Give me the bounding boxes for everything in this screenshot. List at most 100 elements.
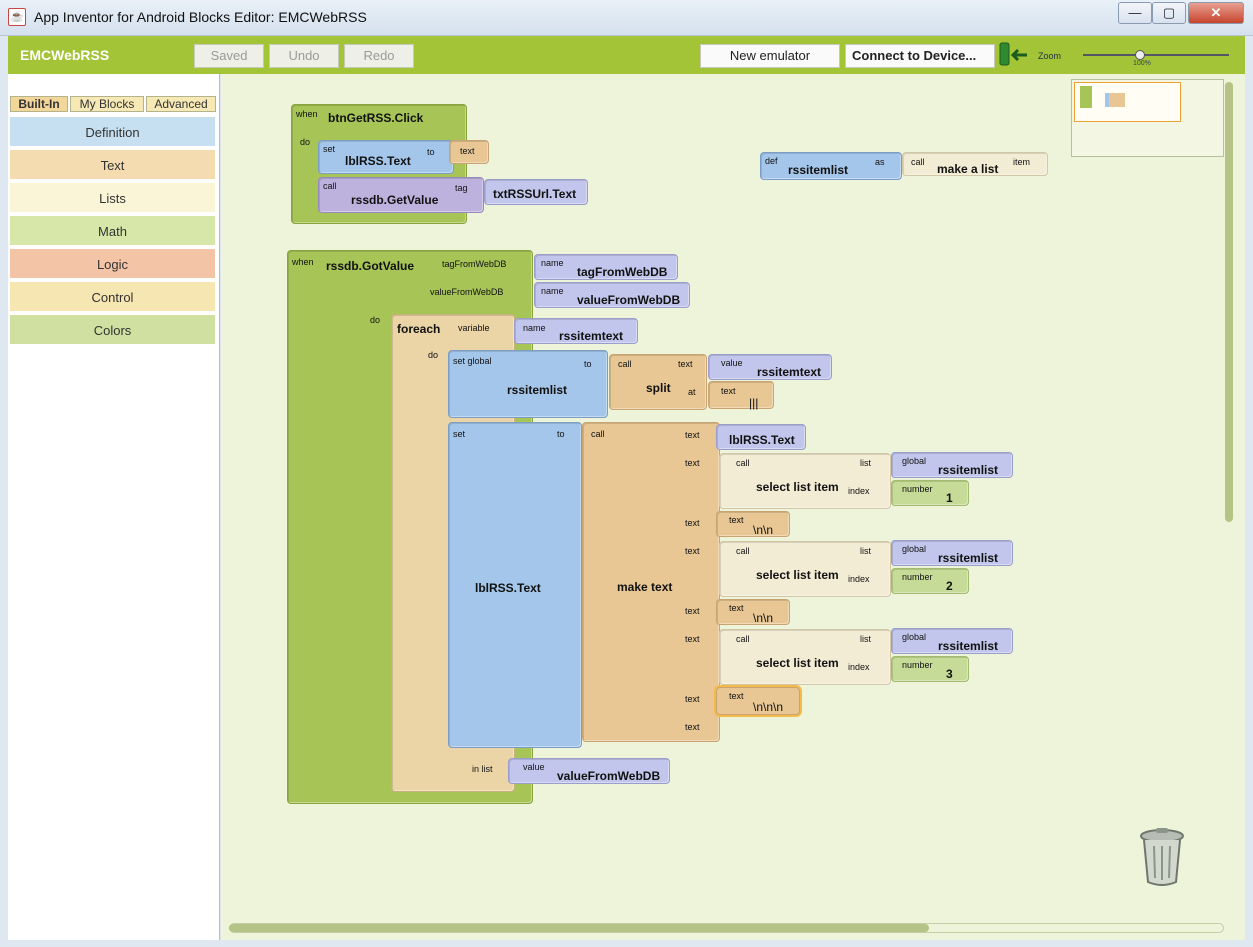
palette-colors[interactable]: Colors (10, 315, 215, 346)
foreach-do-label: do (428, 350, 439, 360)
vertical-scrollbar[interactable] (1225, 82, 1233, 522)
to-label: to (557, 429, 565, 439)
palette-logic[interactable]: Logic (10, 249, 215, 280)
connect-device-dropdown[interactable]: Connect to Device... (845, 44, 995, 68)
call-label: call (618, 359, 632, 369)
when-label: when (296, 109, 318, 119)
global-rssitemlist-ref-1[interactable]: global rssitemlist (891, 452, 1013, 478)
saved-button[interactable]: Saved (194, 44, 264, 68)
split-text-label: text (678, 359, 693, 369)
number-value: 2 (946, 579, 953, 593)
set-label: set (453, 429, 466, 439)
number-block-2[interactable]: number 2 (891, 568, 969, 594)
list-label: list (860, 634, 871, 644)
name-label: name (523, 323, 546, 333)
minimap-viewport[interactable] (1074, 82, 1181, 122)
param-name-valuefromwebdb[interactable]: name valueFromWebDB (534, 282, 690, 308)
txtrssurl-text-block[interactable]: txtRSSUrl.Text (484, 179, 588, 205)
separator-value: \n\n\n (753, 700, 784, 714)
palette-lists[interactable]: Lists (10, 183, 215, 214)
palette-control[interactable]: Control (10, 282, 215, 313)
lbl-ref: lblRSS.Text (729, 433, 795, 447)
value-rssitemtext-block[interactable]: value rssitemtext (708, 354, 832, 380)
workspace-minimap[interactable] (1071, 79, 1224, 157)
event-name: rssdb.GotValue (326, 259, 415, 273)
app-toolbar: EMCWebRSS Saved Undo Redo New emulator C… (8, 36, 1245, 74)
window-titlebar: ☕ App Inventor for Android Blocks Editor… (0, 0, 1253, 36)
tag-value: txtRSSUrl.Text (493, 187, 577, 201)
set-target: lblRSS.Text (345, 154, 411, 168)
number-block-3[interactable]: number 3 (891, 656, 969, 682)
set-lblrss-text-block-2[interactable]: set lblRSS.Text to (448, 422, 582, 748)
to-label: to (584, 359, 592, 369)
split-label: split (646, 381, 671, 395)
def-name: rssitemlist (788, 163, 849, 177)
text-separator-2[interactable]: text \n\n (716, 599, 790, 625)
text-separator-3[interactable]: text \n\n\n (716, 687, 800, 715)
call-rssdb-getvalue-block[interactable]: call rssdb.GetValue tag (318, 177, 484, 213)
select-list-item-block-1[interactable]: call select list item list index (719, 453, 891, 509)
blocks-palette: Built-In My Blocks Advanced Definition T… (8, 74, 220, 940)
set-label: set (323, 144, 336, 154)
split-at-text-block[interactable]: text ||| (708, 381, 774, 410)
set-global-rssitemlist-block[interactable]: set global rssitemlist to (448, 350, 608, 418)
do-label: do (370, 315, 381, 325)
horizontal-scrollbar[interactable] (229, 924, 929, 932)
trash-icon[interactable] (1139, 826, 1185, 886)
def-rssitemlist-block[interactable]: def rssitemlist as (760, 152, 902, 180)
call-label: call (323, 181, 337, 191)
call-label: call (736, 546, 750, 556)
blocks-workspace[interactable]: when btnGetRSS.Click do set lblRSS.Text … (221, 74, 1245, 940)
maximize-button[interactable]: ▢ (1152, 2, 1186, 24)
zoom-slider-knob[interactable] (1135, 50, 1145, 60)
select-list-item-block-2[interactable]: call select list item list index (719, 541, 891, 597)
tab-advanced[interactable]: Advanced (146, 96, 216, 112)
split-value: rssitemtext (757, 365, 822, 379)
call-label: call (591, 429, 605, 439)
split-block[interactable]: call split text at (609, 354, 707, 410)
set-lblrss-text-block[interactable]: set lblRSS.Text to (318, 140, 454, 174)
palette-definition[interactable]: Definition (10, 117, 215, 148)
to-label: to (427, 147, 435, 157)
new-emulator-button[interactable]: New emulator (700, 44, 840, 68)
text-label: text (729, 515, 744, 525)
lblrss-text-getter[interactable]: lblRSS.Text (716, 424, 806, 450)
list-label: list (860, 458, 871, 468)
index-label: index (848, 662, 870, 672)
text-separator-1[interactable]: text \n\n (716, 511, 790, 537)
minimize-button[interactable]: — (1118, 2, 1152, 24)
param-tag-label: tagFromWebDB (442, 259, 507, 269)
make-text-block[interactable]: call make text text text text text text … (582, 422, 720, 742)
phone-connection-icon (999, 42, 1027, 66)
tab-built-in[interactable]: Built-In (10, 96, 68, 112)
palette-text[interactable]: Text (10, 150, 215, 181)
item-label: item (1013, 157, 1031, 167)
palette-math[interactable]: Math (10, 216, 215, 247)
text-arg-2: text (685, 458, 700, 468)
close-button[interactable]: ✕ (1188, 2, 1244, 24)
in-list-value: valueFromWebDB (557, 769, 661, 783)
select-list-item-block-3[interactable]: call select list item list index (719, 629, 891, 685)
text-arg-3: text (685, 518, 700, 528)
make-a-list-block[interactable]: call make a list item (902, 152, 1048, 176)
global-ref: rssitemlist (938, 551, 999, 565)
param-name-tagfromwebdb[interactable]: name tagFromWebDB (534, 254, 678, 280)
in-list-valuefromwebdb[interactable]: value valueFromWebDB (508, 758, 670, 784)
set-target: lblRSS.Text (475, 581, 541, 595)
global-rssitemlist-ref-2[interactable]: global rssitemlist (891, 540, 1013, 566)
redo-button[interactable]: Redo (344, 44, 414, 68)
text-literal-block[interactable]: text (449, 140, 489, 164)
number-label: number (902, 572, 933, 582)
text-arg-4: text (685, 546, 700, 556)
tab-my-blocks[interactable]: My Blocks (70, 96, 144, 112)
param-name-value: tagFromWebDB (577, 265, 668, 279)
foreach-var-value: rssitemtext (559, 329, 624, 343)
foreach-variable-name[interactable]: name rssitemtext (514, 318, 638, 344)
value-label: value (523, 762, 545, 772)
number-block-1[interactable]: number 1 (891, 480, 969, 506)
global-ref: rssitemlist (938, 639, 999, 653)
undo-button[interactable]: Undo (269, 44, 339, 68)
zoom-slider[interactable] (1083, 50, 1229, 60)
global-rssitemlist-ref-3[interactable]: global rssitemlist (891, 628, 1013, 654)
select-label: select list item (756, 568, 839, 582)
